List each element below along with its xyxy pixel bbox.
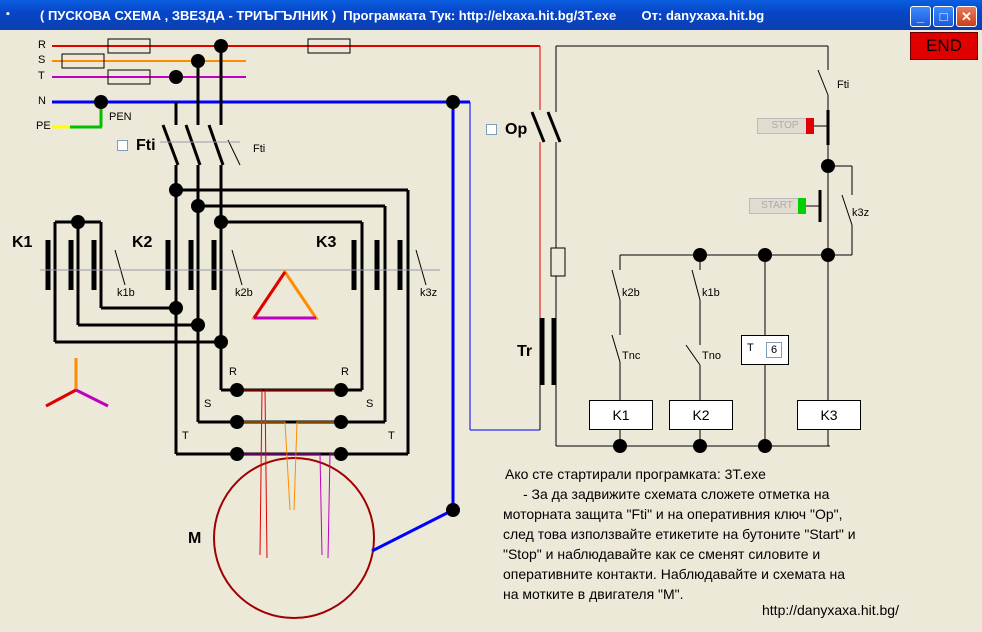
op-checkbox[interactable] — [486, 124, 497, 135]
label-fti-right: Fti — [837, 79, 850, 91]
info-line-2: - За да задвижите схемата сложете отметк… — [523, 486, 830, 502]
fti-checkbox-label[interactable]: Fti — [136, 137, 156, 154]
stop-lamp — [806, 118, 814, 134]
label-t-right: T — [388, 430, 395, 442]
label-r-left: R — [229, 366, 237, 378]
label-n: N — [38, 95, 46, 107]
coil-k1: K1 — [589, 400, 653, 430]
label-tnc: Tnc — [622, 350, 641, 362]
label-tno: Tno — [702, 350, 721, 362]
info-line-4: след това използвайте етикетите на бутон… — [503, 526, 856, 542]
coil-k2: K2 — [669, 400, 733, 430]
window-title: ( ПУСКОВА СХЕМА , ЗВЕЗДА - ТРИЪГЪЛНИК ) … — [40, 8, 765, 23]
label-pe: PE — [36, 120, 51, 132]
label-k1b-right: k1b — [702, 287, 720, 299]
info-line-5: "Stop" и наблюдавайте как се сменят сило… — [503, 546, 821, 562]
label-k3: K3 — [316, 234, 337, 251]
fuse-t — [107, 69, 151, 85]
close-button[interactable]: ✕ — [956, 6, 977, 27]
timer-label: T — [747, 342, 754, 354]
fti-contact-1 — [161, 124, 180, 166]
label-k3z: k3z — [420, 287, 438, 299]
info-line-3: моторната защита "Fti" и на оперативния … — [503, 506, 843, 522]
label-k2b: k2b — [235, 287, 253, 299]
label-k1: K1 — [12, 234, 33, 251]
fuse-s — [61, 53, 105, 69]
app-icon[interactable]: ▪ — [6, 8, 10, 20]
label-s: S — [38, 54, 46, 66]
fti-checkbox[interactable] — [117, 140, 128, 151]
site-link[interactable]: http://danyxaxa.hit.bg/ — [762, 602, 899, 618]
motor-circle — [213, 457, 375, 619]
fti-contact-3 — [207, 124, 225, 166]
fti-contact-2 — [184, 124, 202, 166]
info-line-1: Ако сте стартирали програмката: 3Т.exe — [505, 466, 766, 482]
label-k2b-right: k2b — [622, 287, 640, 299]
label-t-left: T — [182, 430, 189, 442]
label-s-left: S — [204, 398, 212, 410]
label-k3z-right: k3z — [852, 207, 870, 219]
transformer-fuse — [550, 247, 566, 277]
info-line-7: на мотките в двигателя "M". — [503, 586, 684, 602]
end-button[interactable]: END — [910, 32, 978, 60]
label-r-right: R — [341, 366, 349, 378]
maximize-button[interactable]: □ — [933, 6, 954, 27]
op-checkbox-label[interactable]: Op — [505, 121, 528, 138]
title-bar: ▪ ( ПУСКОВА СХЕМА , ЗВЕЗДА - ТРИЪГЪЛНИК … — [0, 0, 982, 30]
minimize-button[interactable]: _ — [910, 6, 931, 27]
start-button[interactable]: START — [749, 198, 805, 214]
label-k1b: k1b — [117, 287, 135, 299]
label-motor: M — [188, 530, 202, 547]
info-text: Ако сте стартирали програмката: 3Т.exe -… — [503, 464, 943, 604]
op-contact — [530, 111, 546, 143]
timer-input[interactable]: 6 — [766, 342, 782, 358]
stop-button[interactable]: STOP — [757, 118, 813, 134]
fuse-control — [307, 38, 351, 54]
label-r: R — [38, 39, 46, 51]
label-tr: Tr — [517, 343, 533, 360]
label-s-right: S — [366, 398, 374, 410]
label-pen: PEN — [109, 111, 132, 123]
label-t: T — [38, 70, 45, 82]
fuse-r — [107, 38, 151, 54]
label-fti-contact: Fti — [253, 143, 266, 155]
coil-k3: K3 — [797, 400, 861, 430]
start-lamp — [798, 198, 806, 214]
delta-symbol — [251, 269, 319, 320]
timer-box: T 6 — [741, 335, 789, 365]
info-line-6: оперативните контакти. Наблюдавайте и сх… — [503, 566, 846, 582]
label-k2: K2 — [132, 234, 153, 251]
